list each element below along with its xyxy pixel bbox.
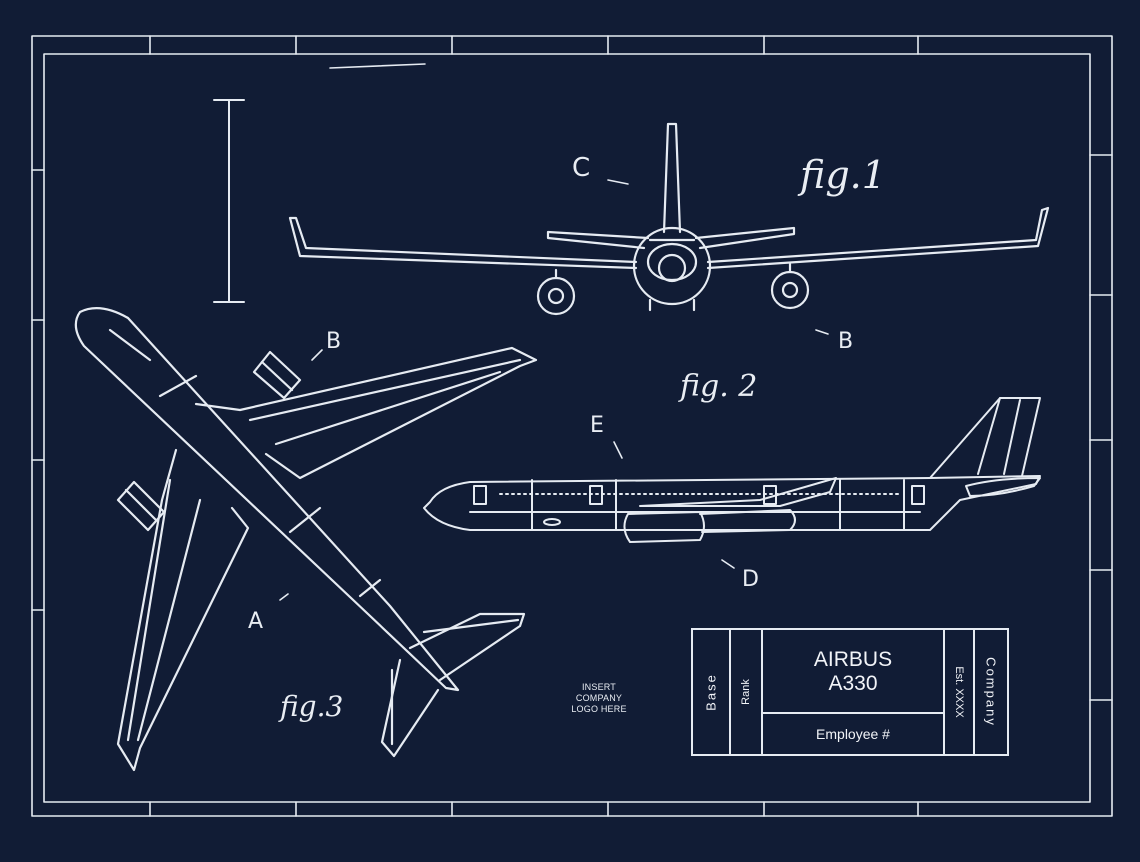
est-label: Est. XXXX [953,666,965,718]
title-block: Base Rank AIRBUS A330 Employee # Est. XX… [691,628,1009,756]
callout-b-front: B [838,329,853,354]
aircraft-title: AIRBUS A330 [763,630,943,714]
title-block-rank-cell: Rank [731,630,763,754]
scale-bar [213,99,245,303]
callout-d: D [742,567,759,592]
callout-c: C [572,153,590,183]
outer-frame [31,35,1113,817]
logo-placeholder: INSERT COMPANY LOGO HERE [560,682,638,715]
fig1-label: fig.1 [797,153,886,197]
callout-a: A [248,609,263,634]
logo-placeholder-line1: INSERT [581,682,617,692]
company-label: Company [983,657,999,727]
logo-placeholder-line3: LOGO HERE [571,704,627,714]
title-block-company-cell: Company [975,630,1007,754]
fig2-label: fig. 2 [678,369,757,404]
employee-number: Employee # [816,726,890,742]
title-block-base-cell: Base [693,630,731,754]
aircraft-front-view [288,122,1050,316]
title-block-est-cell: Est. XXXX [945,630,975,754]
aircraft-top-view [74,307,538,772]
logo-placeholder-line2: COMPANY [575,693,623,703]
callout-b-top: B [326,329,341,354]
callout-e: E [590,413,604,438]
fig3-label: fig.3 [278,690,343,723]
rank-label: Rank [740,679,752,705]
aircraft-title-line1: AIRBUS [813,648,893,671]
callout-leaders [279,179,829,601]
aircraft-title-line2: A330 [828,672,878,695]
title-block-center: AIRBUS A330 Employee # [763,630,945,754]
aircraft-side-view [423,397,1041,543]
base-label: Base [703,673,719,711]
